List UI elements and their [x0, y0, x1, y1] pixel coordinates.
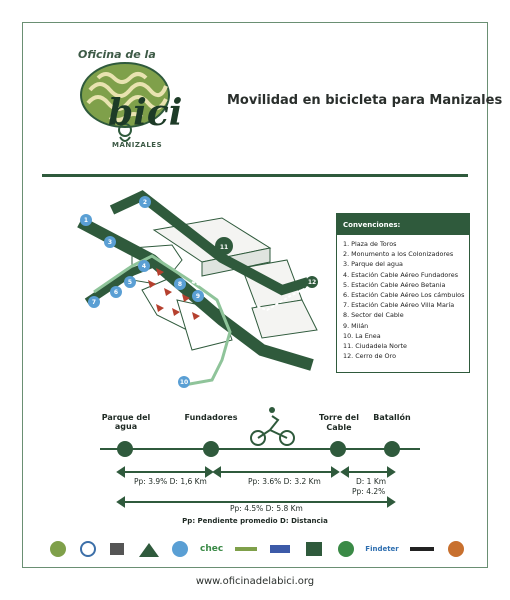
bike-route-dashed: [191, 281, 313, 312]
segment-label-1: Pp: 3.9% D: 1,6 Km: [134, 477, 207, 486]
svg-text:3: 3: [108, 239, 112, 246]
segment-label-3: D: 1 Km: [356, 477, 387, 486]
sponsor-logo-icon: [78, 539, 98, 559]
stop-label-torre-del-cable: Torre del Cable: [319, 413, 359, 432]
divider: [42, 174, 468, 177]
footer-url: www.oficinadelabici.org: [195, 576, 315, 587]
legend-item: 12. Cerro de Oro: [343, 352, 396, 361]
sponsor-logo-icon: [408, 539, 436, 559]
sponsor-strip: chec Findeter: [48, 537, 466, 561]
map-pin-3: 3: [104, 236, 116, 248]
page-title: Movilidad en bicicleta para Manizales: [227, 93, 503, 108]
sponsor-logo-icon: [233, 539, 259, 559]
map-pin-12: 12: [306, 276, 318, 288]
svg-text:9: 9: [196, 293, 200, 300]
legend-item: 1. Plaza de Toros: [343, 240, 397, 248]
profile-graphic: [100, 407, 420, 508]
map-pin-5: 5: [124, 276, 136, 288]
legend-item: 5. Estación Cable Aéreo Betania: [343, 280, 446, 289]
stop-marker: [330, 441, 346, 457]
main-road: [77, 216, 314, 371]
secondary-road: [109, 190, 310, 296]
map-pin-8: 8: [174, 278, 186, 290]
legend-list: 1. Plaza de Toros 2. Monumento a los Col…: [337, 235, 469, 361]
stop-label-fundadores: Fundadores: [184, 413, 238, 422]
profile-note: Pp: Pendiente promedio D: Distancia: [182, 517, 328, 525]
sponsor-logo-icon: [302, 539, 326, 559]
legend-heading: Convenciones:: [337, 214, 469, 235]
stop-marker: [203, 441, 219, 457]
svg-text:8: 8: [178, 281, 182, 288]
legend-box: Convenciones: 1. Plaza de Toros 2. Monum…: [336, 213, 470, 373]
sponsor-chec: chec: [200, 544, 224, 554]
map-pin-4: 4: [138, 260, 150, 272]
map-pin-1: 1: [80, 214, 92, 226]
legend-item: 9. Milán: [343, 321, 369, 330]
sponsor-logo-icon: [170, 539, 190, 559]
legend-item: 6. Estación Cable Aéreo Los cámbulos: [343, 291, 465, 300]
stop-marker: [384, 441, 400, 457]
poster-frame: [22, 22, 488, 568]
svg-text:12: 12: [308, 279, 316, 286]
sponsor-findeter: Findeter: [365, 545, 399, 553]
svg-text:7: 7: [92, 299, 96, 306]
segment-label-total: Pp: 4.5% D: 5.8 Km: [230, 504, 303, 513]
svg-text:1: 1: [84, 217, 88, 224]
sponsor-logo-icon: [336, 539, 356, 559]
svg-text:4: 4: [142, 263, 146, 270]
bike-route: [93, 254, 232, 387]
map-pin-9: 9: [192, 290, 204, 302]
sponsor-logo-icon: [268, 539, 292, 559]
map-pin-6: 6: [110, 286, 122, 298]
legend-item: 2. Monumento a los Colonizadores: [343, 250, 454, 259]
legend-item: 10. La Enea: [343, 331, 381, 340]
cyclist-icon: [250, 407, 295, 446]
svg-text:6: 6: [114, 289, 118, 296]
sponsor-logo-icon: [48, 539, 68, 559]
svg-text:5: 5: [128, 279, 132, 286]
logo-brain-icon: [80, 62, 170, 142]
map-pin-11: 11: [215, 237, 233, 255]
sponsor-logo-icon: [107, 539, 127, 559]
logo-main-text: bici: [108, 92, 183, 134]
svg-text:11: 11: [220, 244, 228, 251]
logo-top-text: Oficina de la: [78, 48, 156, 61]
sponsor-logo-icon: [137, 539, 161, 559]
legend-item: 7. Estación Cable Aéreo Villa María: [343, 301, 455, 310]
stop-marker: [117, 441, 133, 457]
stop-label-parque-del-agua: Parque del agua: [101, 413, 151, 431]
legend-item: 8. Sector del Cable: [343, 311, 404, 320]
route-map: 1 2 3 4 5 6 7 8 9 10 11 12: [77, 190, 318, 388]
legend-item: 4. Estación Cable Aéreo Fundadores: [343, 270, 459, 279]
legend-item: 3. Parque del agua: [343, 260, 403, 269]
segment-label-2: Pp: 3.6% D: 3.2 Km: [248, 477, 321, 486]
map-pin-7: 7: [88, 296, 100, 308]
segment-arrows: [116, 466, 396, 508]
segment-label-3b: Pp: 4.2%: [352, 487, 386, 496]
stop-label-batallon: Batallón: [373, 413, 411, 422]
sponsor-logo-icon: [446, 539, 466, 559]
svg-text:10: 10: [180, 379, 188, 386]
map-pin-10: 10: [178, 376, 190, 388]
map-pin-2: 2: [139, 196, 151, 208]
svg-text:2: 2: [143, 199, 147, 206]
logo-city-text: MANIZALES: [112, 141, 163, 149]
legend-item: 11. Ciudadela Norte: [343, 342, 407, 351]
